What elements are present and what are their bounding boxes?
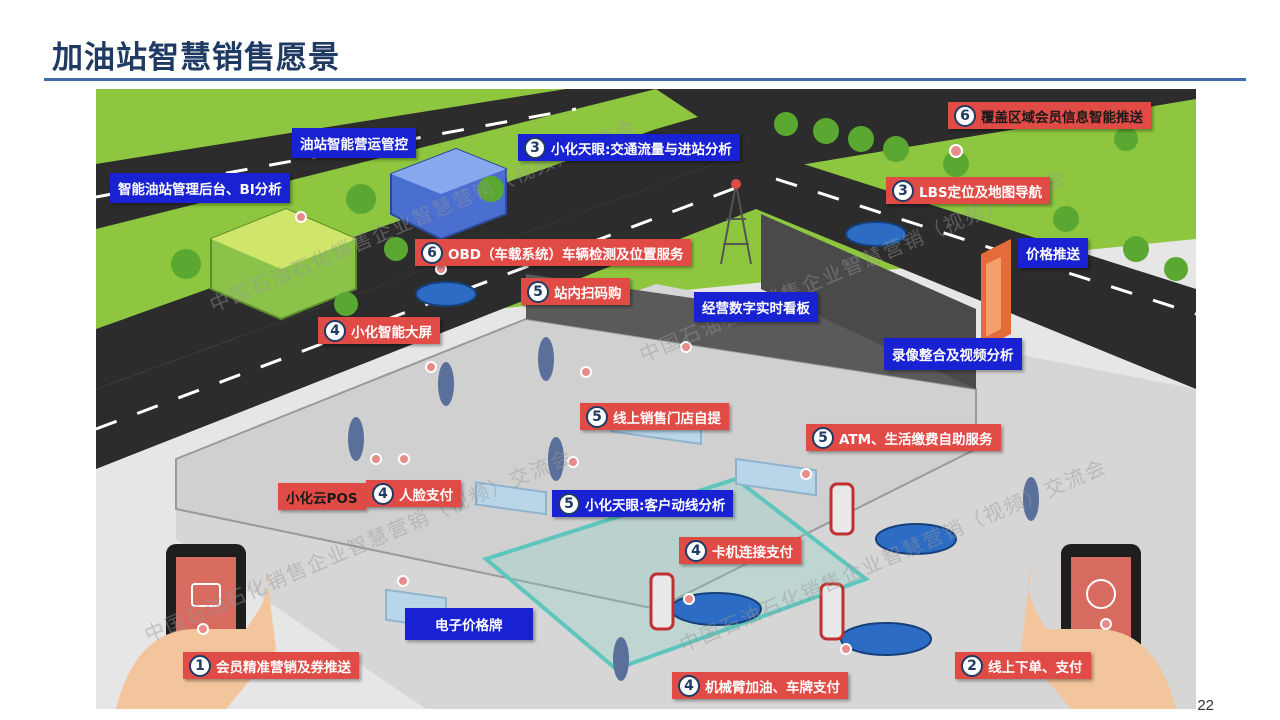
label-e-price-board: 电子价格牌 [405,608,533,640]
label-price-push: 价格推送 [1018,238,1088,268]
label-realtime-dashboard: 经营数字实时看板 [694,292,818,322]
page-number: 22 [1197,697,1214,714]
page-title: 加油站智慧销售愿景 [52,40,340,76]
signal-tower [720,183,752,265]
badge-number: 6 [954,104,976,127]
fuel-pumps [649,482,855,641]
title-divider [44,78,1246,81]
label-cloud-pos: 小化云POS [278,483,366,510]
label-ops-control: 油站智能营运管控 [292,128,416,158]
cars [415,221,957,656]
people [348,337,1039,681]
label-video-analysis: 录像整合及视频分析 [884,338,1022,370]
label-bi-analysis: 智能油站管理后台、BI分析 [110,173,290,203]
trees [171,112,1188,316]
store-back-wall [526,274,976,389]
